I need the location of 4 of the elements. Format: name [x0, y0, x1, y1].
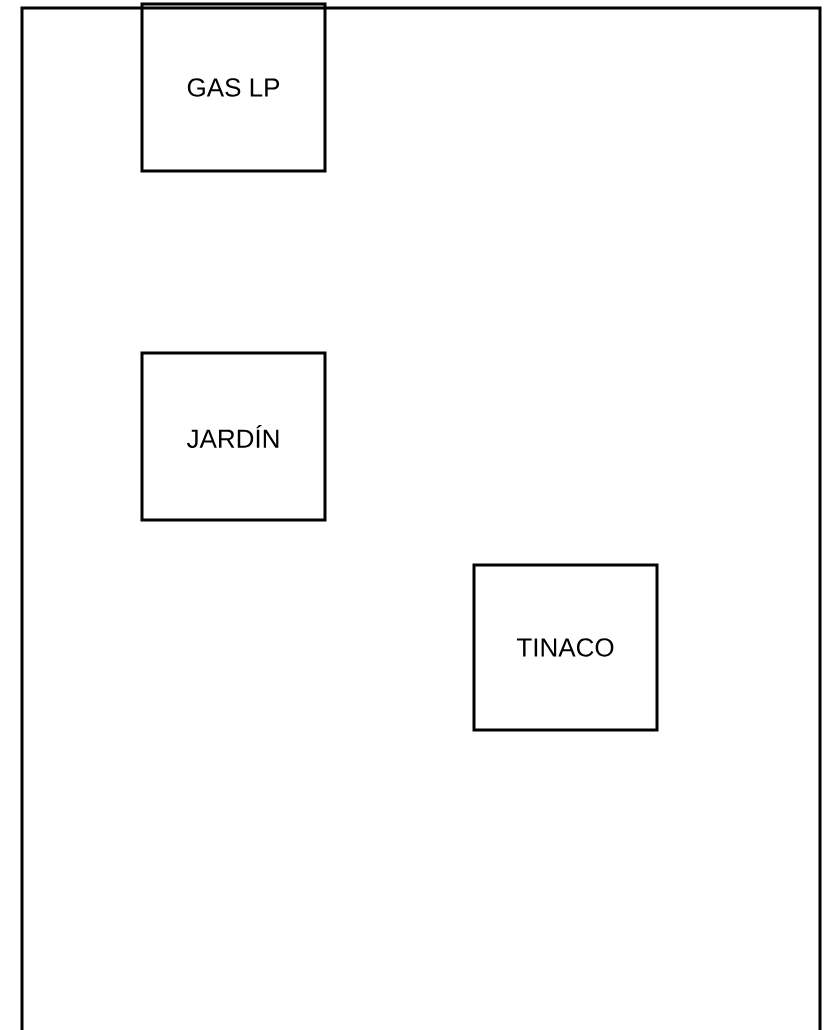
- lot-outline: [20, 6, 822, 1030]
- area-box: JARDÍN: [140, 351, 327, 522]
- area-box: GAS LP: [140, 2, 327, 173]
- area-box: TINACO: [472, 563, 659, 732]
